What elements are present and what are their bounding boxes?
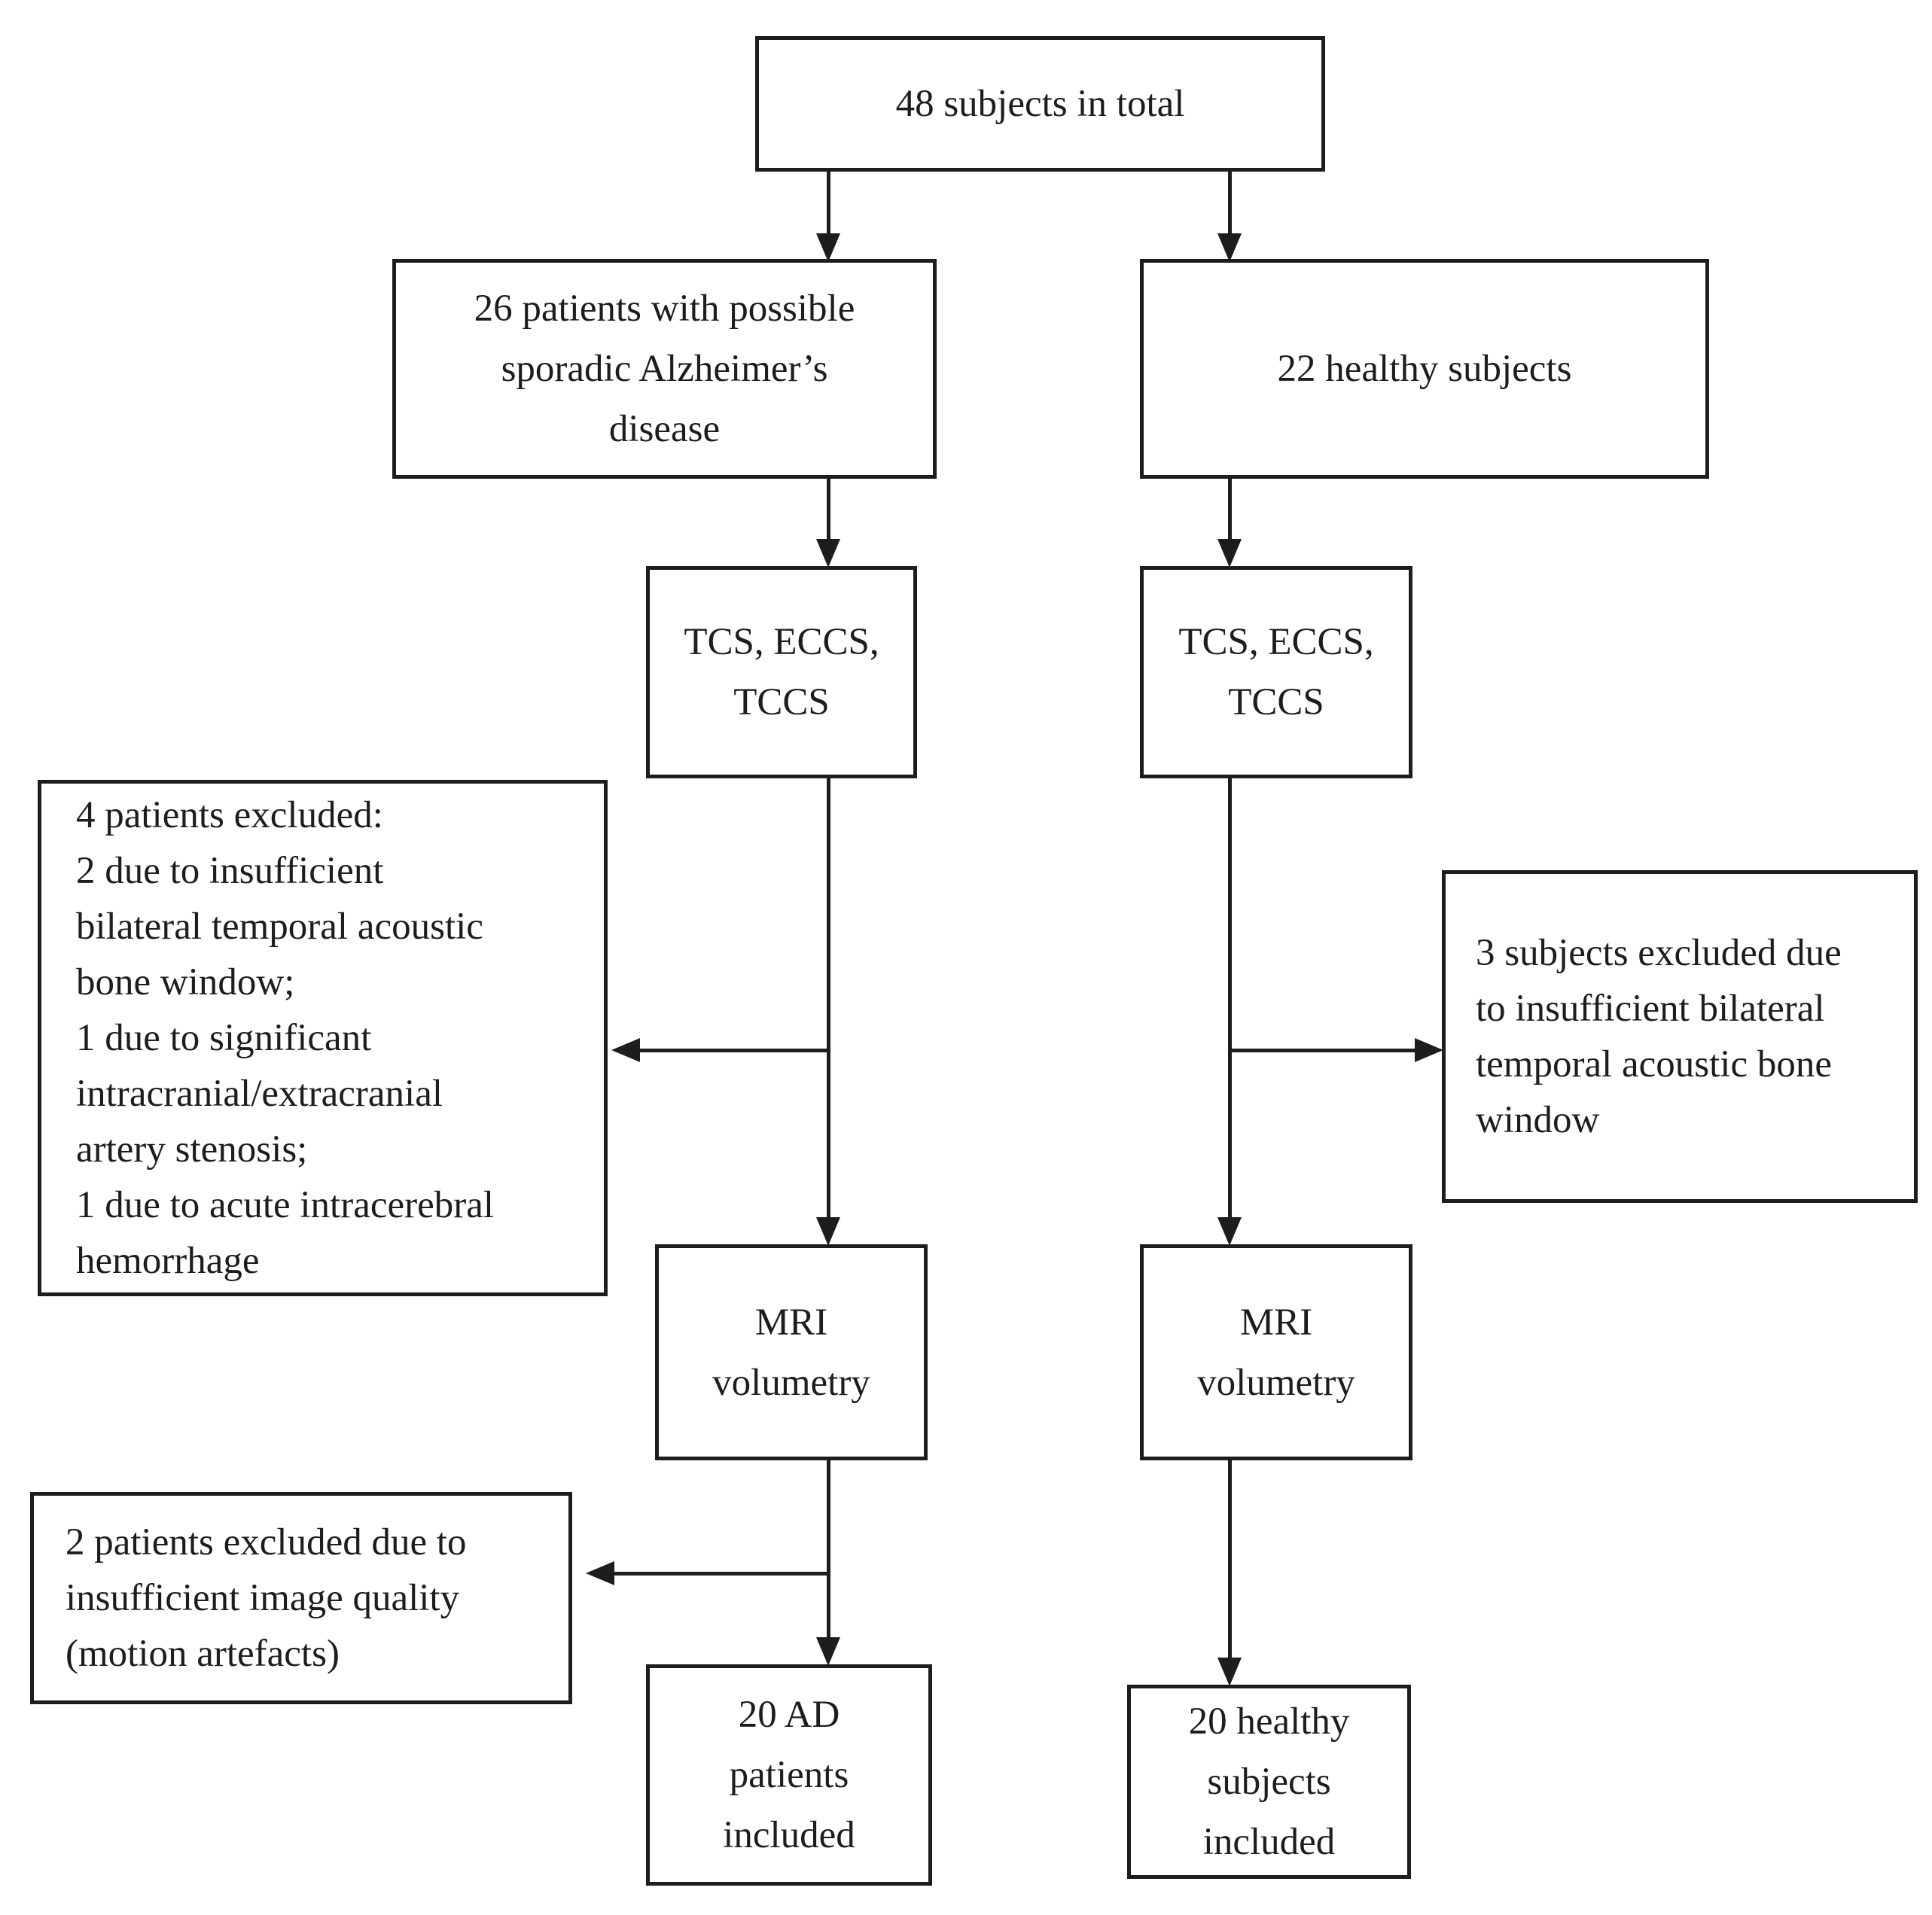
connector-to-excluded-ad: [637, 1049, 829, 1052]
arrowhead-down-icon: [1217, 1658, 1242, 1686]
node-total-subjects: 48 subjects in total: [755, 36, 1325, 172]
node-included-ad-patients: 20 AD patients included: [646, 1664, 932, 1886]
arrowhead-down-icon: [1217, 539, 1242, 568]
connector-to-excluded-motion: [611, 1572, 829, 1576]
node-label: 2 patients excluded due to insufficient …: [66, 1521, 467, 1675]
connector-ultrasound-to-mri-right: [1228, 777, 1232, 1221]
arrowhead-left-icon: [586, 1561, 614, 1585]
node-mri-volumetry-left: MRI volumetry: [655, 1244, 928, 1460]
arrowhead-down-icon: [816, 1637, 840, 1666]
node-label: 20 AD patients included: [723, 1694, 855, 1856]
connector-total-to-healthy: [1228, 170, 1232, 239]
arrowhead-down-icon: [816, 1217, 840, 1246]
connector-total-to-ad: [827, 170, 830, 239]
arrowhead-down-icon: [1217, 1217, 1242, 1246]
connector-ad-to-ultrasound: [827, 477, 830, 541]
connector-ultrasound-to-mri-left: [827, 777, 830, 1221]
node-tcs-eccs-tccs-left: TCS, ECCS, TCCS: [646, 566, 917, 778]
node-label: MRI volumetry: [1197, 1301, 1355, 1404]
node-excluded-healthy-subjects: 3 subjects excluded due to insufficient …: [1442, 870, 1918, 1203]
node-label: 22 healthy subjects: [1277, 348, 1572, 390]
node-label: 48 subjects in total: [895, 83, 1185, 125]
node-label: MRI volumetry: [712, 1301, 870, 1404]
node-label: TCS, ECCS, TCCS: [684, 621, 879, 723]
connector-to-excluded-healthy: [1230, 1049, 1418, 1052]
node-label: TCS, ECCS, TCCS: [1178, 621, 1374, 723]
node-healthy-subjects: 22 healthy subjects: [1140, 259, 1709, 479]
node-label: 26 patients with possible sporadic Alzhe…: [474, 288, 855, 450]
connector-mri-to-included-healthy: [1228, 1459, 1232, 1661]
connector-mri-to-included-ad: [827, 1459, 830, 1639]
node-label: 4 patients excluded: 2 due to insufficie…: [76, 794, 495, 1282]
arrowhead-down-icon: [816, 539, 840, 568]
node-label: 3 subjects excluded due to insufficient …: [1476, 932, 1842, 1141]
node-ad-patients: 26 patients with possible sporadic Alzhe…: [392, 259, 937, 479]
node-label: 20 healthy subjects included: [1188, 1700, 1350, 1863]
connector-healthy-to-ultrasound: [1228, 477, 1232, 541]
node-excluded-motion-artefacts: 2 patients excluded due to insufficient …: [30, 1492, 572, 1704]
node-tcs-eccs-tccs-right: TCS, ECCS, TCCS: [1140, 566, 1412, 778]
arrowhead-left-icon: [611, 1038, 640, 1062]
arrowhead-down-icon: [1217, 233, 1242, 262]
arrowhead-down-icon: [816, 233, 840, 262]
node-mri-volumetry-right: MRI volumetry: [1140, 1244, 1412, 1460]
arrowhead-right-icon: [1415, 1038, 1443, 1062]
node-included-healthy-subjects: 20 healthy subjects included: [1127, 1685, 1411, 1879]
node-excluded-ad-patients: 4 patients excluded: 2 due to insufficie…: [38, 780, 608, 1296]
